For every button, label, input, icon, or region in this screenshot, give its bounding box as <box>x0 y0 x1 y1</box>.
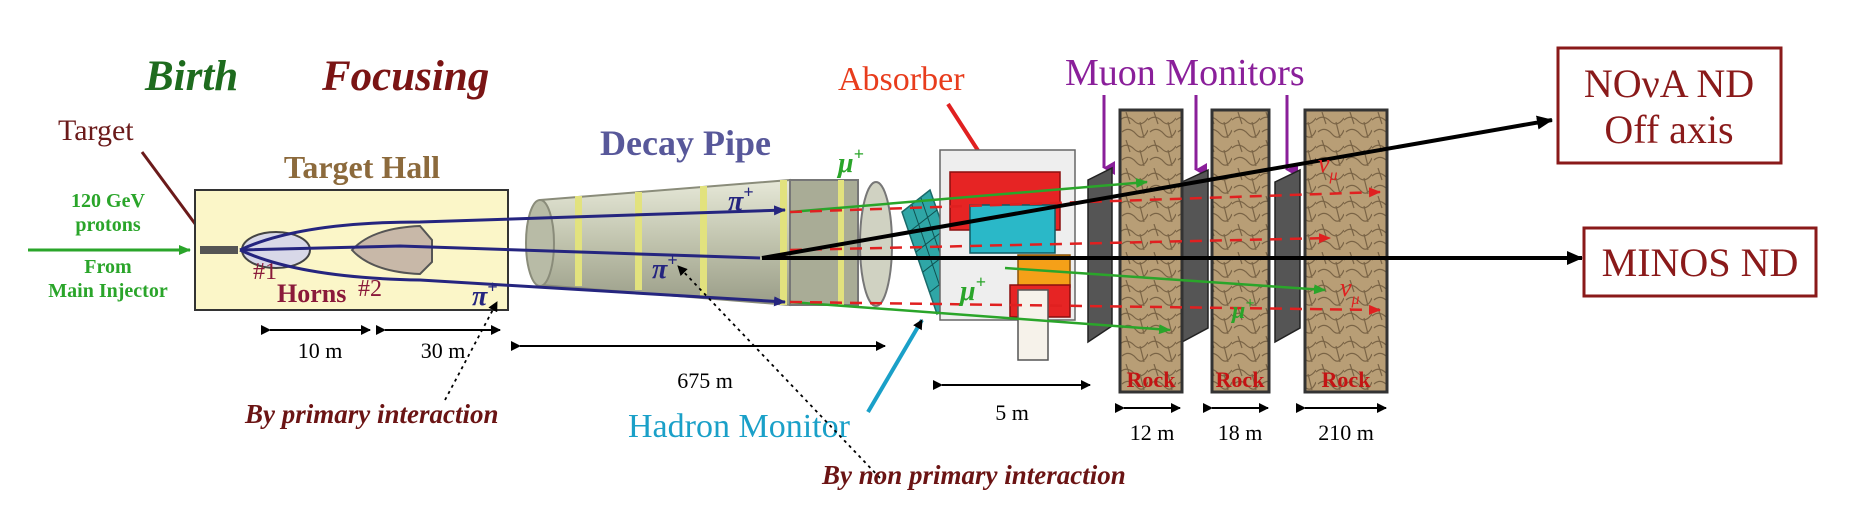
neutrino-label-lower: νμ <box>1340 273 1360 308</box>
neutrino-beam-middle <box>789 233 1331 252</box>
absorber-label: Absorber <box>838 61 965 98</box>
horn-2-label: #2 <box>358 276 382 302</box>
minos-nd-label: MINOS ND <box>1602 240 1799 285</box>
pion-label-horn: π+ <box>472 277 498 312</box>
pion-label-middle: π+ <box>652 250 678 285</box>
primary-interaction-pointer <box>444 301 498 401</box>
distance-210m-label: 210 m <box>1318 420 1374 445</box>
pi-symbol: π <box>652 254 668 285</box>
distance-scale-10m: 10 m <box>261 325 371 363</box>
decay-pipe-band <box>575 196 582 286</box>
mu-symbol: μ <box>958 276 976 307</box>
nova-nd-pointer <box>761 115 1553 260</box>
beam-energy: 120 GeV <box>71 190 145 212</box>
decay-pipe-band <box>780 180 787 305</box>
distance-12m-label: 12 m <box>1130 420 1175 445</box>
horn-2 <box>350 224 433 276</box>
mu-subscript: μ <box>1329 167 1338 184</box>
distance-30m-label: 30 m <box>421 338 466 363</box>
mu-symbol: μ <box>836 148 854 179</box>
beam-particle: protons <box>75 214 140 236</box>
minos-nd-box <box>1582 226 1818 298</box>
pi-symbol: π <box>728 186 744 217</box>
muon-monitors-label: Muon Monitors <box>1065 52 1305 94</box>
pion-trajectory-lower <box>239 248 786 307</box>
rock-label-2: Rock <box>1216 367 1266 392</box>
hadron-monitor-label: Hadron Monitor <box>628 408 851 445</box>
pion-trajectory-upper <box>239 205 786 252</box>
distance-5m-label: 5 m <box>995 400 1029 425</box>
pion-trajectory-middle <box>239 244 761 260</box>
distance-scale-5m: 5 m <box>933 380 1091 425</box>
rock-label-3: Rock <box>1322 367 1372 392</box>
decay-pipe-title: Decay Pipe <box>600 123 771 163</box>
focusing-heading: Focusing <box>321 53 489 100</box>
non-primary-interaction-label: By non primary interaction <box>821 460 1126 490</box>
birth-heading: Birth <box>144 53 238 100</box>
rock-block-1 <box>1118 108 1184 394</box>
rock-label-1: Rock <box>1127 367 1177 392</box>
pion-label-upper: π+ <box>728 182 754 217</box>
neutrino-label-upper: νμ <box>1318 149 1338 184</box>
beam-source: Main Injector <box>48 280 168 302</box>
pi-symbol: π <box>472 281 488 312</box>
distance-10m-label: 10 m <box>298 338 343 363</box>
distance-scale-210m: 210 m <box>1296 403 1387 445</box>
plus-sign: + <box>487 277 497 297</box>
decay-pipe-end-ring <box>859 181 893 307</box>
muon-label-upper: μ+ <box>836 144 864 179</box>
muon-track-lower-2 <box>1004 266 1326 295</box>
neutrino-beam-lower <box>789 300 1381 315</box>
plus-sign: + <box>976 272 986 292</box>
neutrino-beam-upper <box>789 187 1381 214</box>
target-label: Target <box>58 114 134 147</box>
distance-scale-12m: 12 m <box>1115 403 1181 445</box>
muon-track-lower <box>789 300 1171 335</box>
decay-pipe-band <box>635 192 642 290</box>
rock-block-2 <box>1210 108 1271 394</box>
distance-scale-18m: 18 m <box>1203 403 1269 445</box>
horns-label: Horns <box>277 279 346 308</box>
muon-label-lower: μ+ <box>958 272 986 307</box>
muon-monitor-plates-1 <box>1087 166 1113 344</box>
beam-from: From <box>84 256 132 278</box>
decay-pipe-band <box>700 186 707 296</box>
nova-nd-line1: NOνA ND <box>1584 61 1754 106</box>
target-hall-title: Target Hall <box>284 149 440 185</box>
plus-sign: + <box>854 144 864 164</box>
distance-scale-30m: 30 m <box>376 325 501 363</box>
nova-nd-box <box>1556 46 1783 165</box>
plus-sign: + <box>1245 295 1254 312</box>
mu-symbol: μ <box>1230 298 1245 324</box>
distance-scale-675m: 675 m <box>511 341 886 393</box>
decay-pipe-front-ring <box>525 199 555 287</box>
nu-symbol: ν <box>1318 149 1330 178</box>
plus-sign: + <box>667 250 677 270</box>
mu-subscript: μ <box>1351 291 1360 308</box>
primary-interaction-label: By primary interaction <box>244 399 499 429</box>
distance-675m-label: 675 m <box>677 368 733 393</box>
distance-18m-label: 18 m <box>1218 420 1263 445</box>
muon-track-upper <box>789 177 1148 214</box>
hadron-monitor-arrow <box>866 318 924 414</box>
muon-label-rock: μ+ <box>1230 295 1254 324</box>
target-rod <box>200 246 238 254</box>
nu-symbol: ν <box>1340 273 1352 302</box>
nova-nd-line2: Off axis <box>1604 107 1733 152</box>
plus-sign: + <box>743 182 753 202</box>
absorber-white-plates <box>1017 289 1049 361</box>
